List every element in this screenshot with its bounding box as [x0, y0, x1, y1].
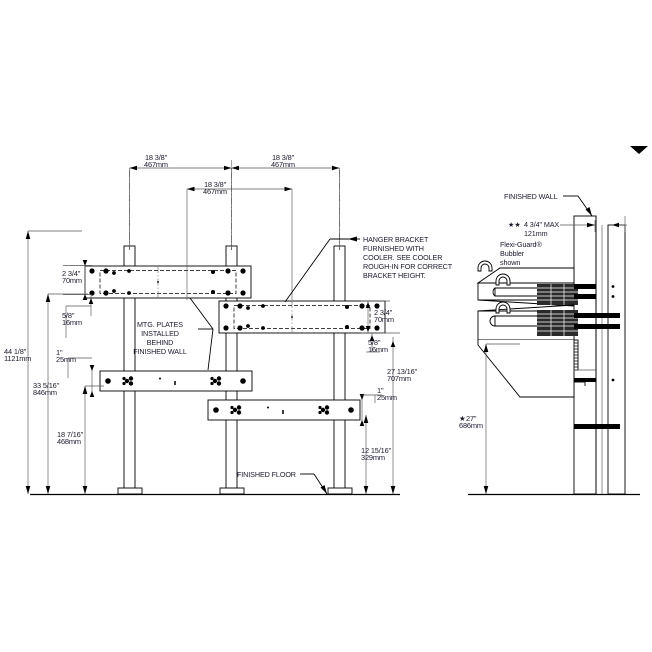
- cooler-upper-body: [476, 267, 578, 307]
- dim-overall-height-imperial: 44 1/8": [4, 347, 27, 356]
- dim-right-mid-height: [390, 337, 396, 494]
- dim-left-plate-thk-metric: 16mm: [62, 318, 82, 327]
- dim-right-plate-thk-imperial: 5/8": [368, 338, 381, 347]
- top-right-pointer-icon: [630, 146, 648, 154]
- mtg-plate-upper-left: [84, 265, 252, 299]
- dim-right-mid-height-imperial: 27 13/16": [387, 367, 418, 376]
- note-bubbler-line-1: Bubbler: [500, 249, 525, 258]
- dim-top-left-span-metric: 467mm: [144, 160, 168, 169]
- dim-right-lower-thickness: [359, 394, 382, 426]
- dim-left-low-height-metric: 468mm: [57, 437, 81, 446]
- dim-side-height-value: 27": [466, 414, 477, 423]
- dim-inner-span-metric: 467mm: [203, 187, 227, 196]
- note-bubbler: Flexi-Guard® Bubbler shown: [500, 240, 543, 267]
- note-hanger-bracket-line-3: ROUGH-IN FOR CORRECT: [363, 262, 453, 271]
- leader-bubbler: [477, 260, 493, 272]
- note-hanger-bracket-line-4: BRACKET HEIGHT.: [363, 271, 426, 280]
- dim-left-plate-gap-imperial: 2 3/4": [62, 269, 81, 278]
- note-finished-floor: FINISHED FLOOR: [237, 470, 296, 479]
- dim-side-height: [483, 343, 520, 494]
- dim-left-plate-thickness: [65, 296, 94, 338]
- dim-overall-height-metric: 1121mm: [4, 354, 31, 363]
- dim-right-plate-thickness: [366, 333, 380, 353]
- dim-side-height-label: ★ 27" 686mm: [459, 414, 483, 430]
- note-mtg-plates-line-2: BEHIND: [147, 338, 174, 347]
- note-hanger-bracket-line-2: COOLER. SEE COOLER: [363, 253, 442, 262]
- note-hanger-bracket: HANGER BRACKET FURNISHED WITH COOLER. SE…: [363, 235, 453, 280]
- dim-right-mid-height-metric: 707mm: [387, 374, 411, 383]
- dim-right-plate-gap: [361, 300, 400, 334]
- dim-top-chain: [129, 165, 340, 250]
- dim-left-low-height: [82, 385, 104, 494]
- dim-left-mid-height: [45, 293, 88, 494]
- note-hanger-bracket-line-1: FURNISHED WITH: [363, 244, 424, 253]
- dim-top-right-span-metric: 467mm: [271, 160, 295, 169]
- dim-left-lower-thk-metric: 25mm: [56, 355, 76, 364]
- dim-left-lower-thickness: [67, 357, 95, 397]
- mtg-plate-upper-right: [218, 300, 386, 334]
- note-max-projection-value: 4 3/4" MAX: [524, 220, 559, 229]
- leader-hanger-bracket: [284, 236, 360, 303]
- dim-left-lower-thk-imperial: 1": [56, 348, 63, 357]
- dim-left-mid-height-metric: 846mm: [33, 388, 57, 397]
- dim-left-plate-gap-metric: 70mm: [62, 276, 82, 285]
- dim-left-plate-gap: [63, 260, 92, 300]
- note-finished-wall: FINISHED WALL: [504, 192, 558, 201]
- dim-inner-span-imperial: 18 3/8": [204, 180, 227, 189]
- dim-right-low-height-imperial: 12 15/16": [361, 446, 392, 455]
- note-mtg-plates-line-0: MTG. PLATES: [137, 320, 183, 329]
- leader-mtg-plates: [189, 297, 214, 371]
- note-bubbler-line-0: Flexi-Guard®: [500, 240, 542, 249]
- side-elevation-view: [468, 195, 640, 496]
- dim-right-lower-thk-imperial: 1": [377, 386, 384, 395]
- note-max-projection: ★★ 4 3/4" MAX 121mm: [508, 220, 560, 238]
- dim-right-plate-gap-imperial: 2 3/4": [374, 308, 393, 317]
- note-max-projection-metric: 121mm: [524, 229, 548, 238]
- dim-top-left-span-imperial: 18 3/8": [145, 153, 168, 162]
- leader-finished-floor: [300, 473, 328, 495]
- dim-overall-height: [25, 230, 82, 494]
- note-mtg-plates-line-1: INSTALLED: [141, 329, 179, 338]
- front-elevation-view: [25, 160, 400, 496]
- dim-left-plate-thk-imperial: 5/8": [62, 311, 75, 320]
- mtg-plate-lower-right: [207, 399, 361, 421]
- dim-top-right-span-imperial: 18 3/8": [272, 153, 295, 162]
- leader-finished-wall: [563, 195, 593, 217]
- dim-inner-span: [186, 186, 293, 300]
- note-bubbler-line-2: shown: [500, 258, 520, 267]
- note-mtg-plates-line-3: FINISHED WALL: [133, 347, 187, 356]
- note-hanger-bracket-line-0: HANGER BRACKET: [363, 235, 429, 244]
- wall-finish-panel: [607, 224, 626, 495]
- dim-right-low-height: [363, 415, 369, 494]
- dim-side-height-marker: ★: [459, 414, 465, 423]
- mtg-plate-lower-left: [99, 370, 253, 392]
- dim-right-low-height-metric: 329mm: [361, 453, 385, 462]
- dim-left-low-height-imperial: 18 7/16": [57, 430, 84, 439]
- dim-right-lower-thk-metric: 25mm: [377, 393, 397, 402]
- side-brackets: [574, 284, 620, 429]
- cooler-lower-body: [477, 301, 579, 398]
- dim-side-height-metric: 686mm: [459, 421, 483, 430]
- dim-right-plate-gap-metric: 70mm: [374, 315, 394, 324]
- dim-max-projection: [560, 216, 627, 232]
- note-mtg-plates: MTG. PLATES INSTALLED BEHIND FINISHED WA…: [133, 320, 187, 356]
- dim-right-plate-thk-metric: 16mm: [368, 345, 388, 354]
- note-max-projection-marker: ★★: [508, 220, 521, 229]
- dim-left-mid-height-imperial: 33 5/16": [33, 381, 60, 390]
